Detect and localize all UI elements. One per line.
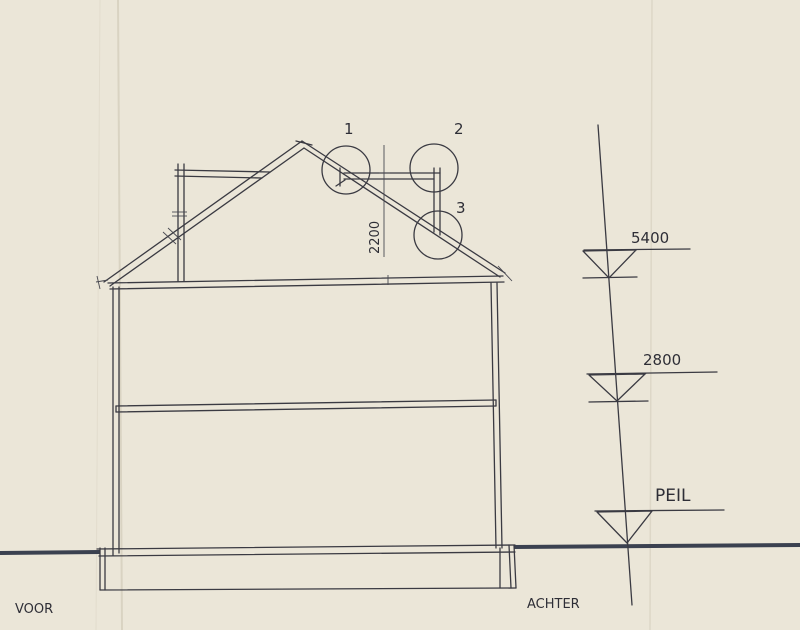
ground-line [0,543,800,555]
level-peil-label: PEIL [655,486,691,506]
level-5400-label: 5400 [631,229,669,247]
front-label: VOOR [15,602,53,617]
building-section [95,140,517,591]
detail-circle-1 [321,145,371,195]
detail-marker-2: 2 [454,120,464,138]
level-axis [582,124,725,606]
labels: 1 2 3 2200 5400 2800 PEIL VOOR ACHTER [15,120,691,617]
level-2800-label: 2800 [643,351,681,369]
detail-marker-3: 3 [456,199,466,217]
detail-circle-2 [409,143,459,193]
back-label: ACHTER [527,597,580,612]
detail-circle-3 [413,210,463,260]
detail-marker-1: 1 [344,120,354,138]
paper-folds [95,0,653,630]
detail-circles [321,143,463,260]
roof-dimension-label: 2200 [368,221,383,254]
